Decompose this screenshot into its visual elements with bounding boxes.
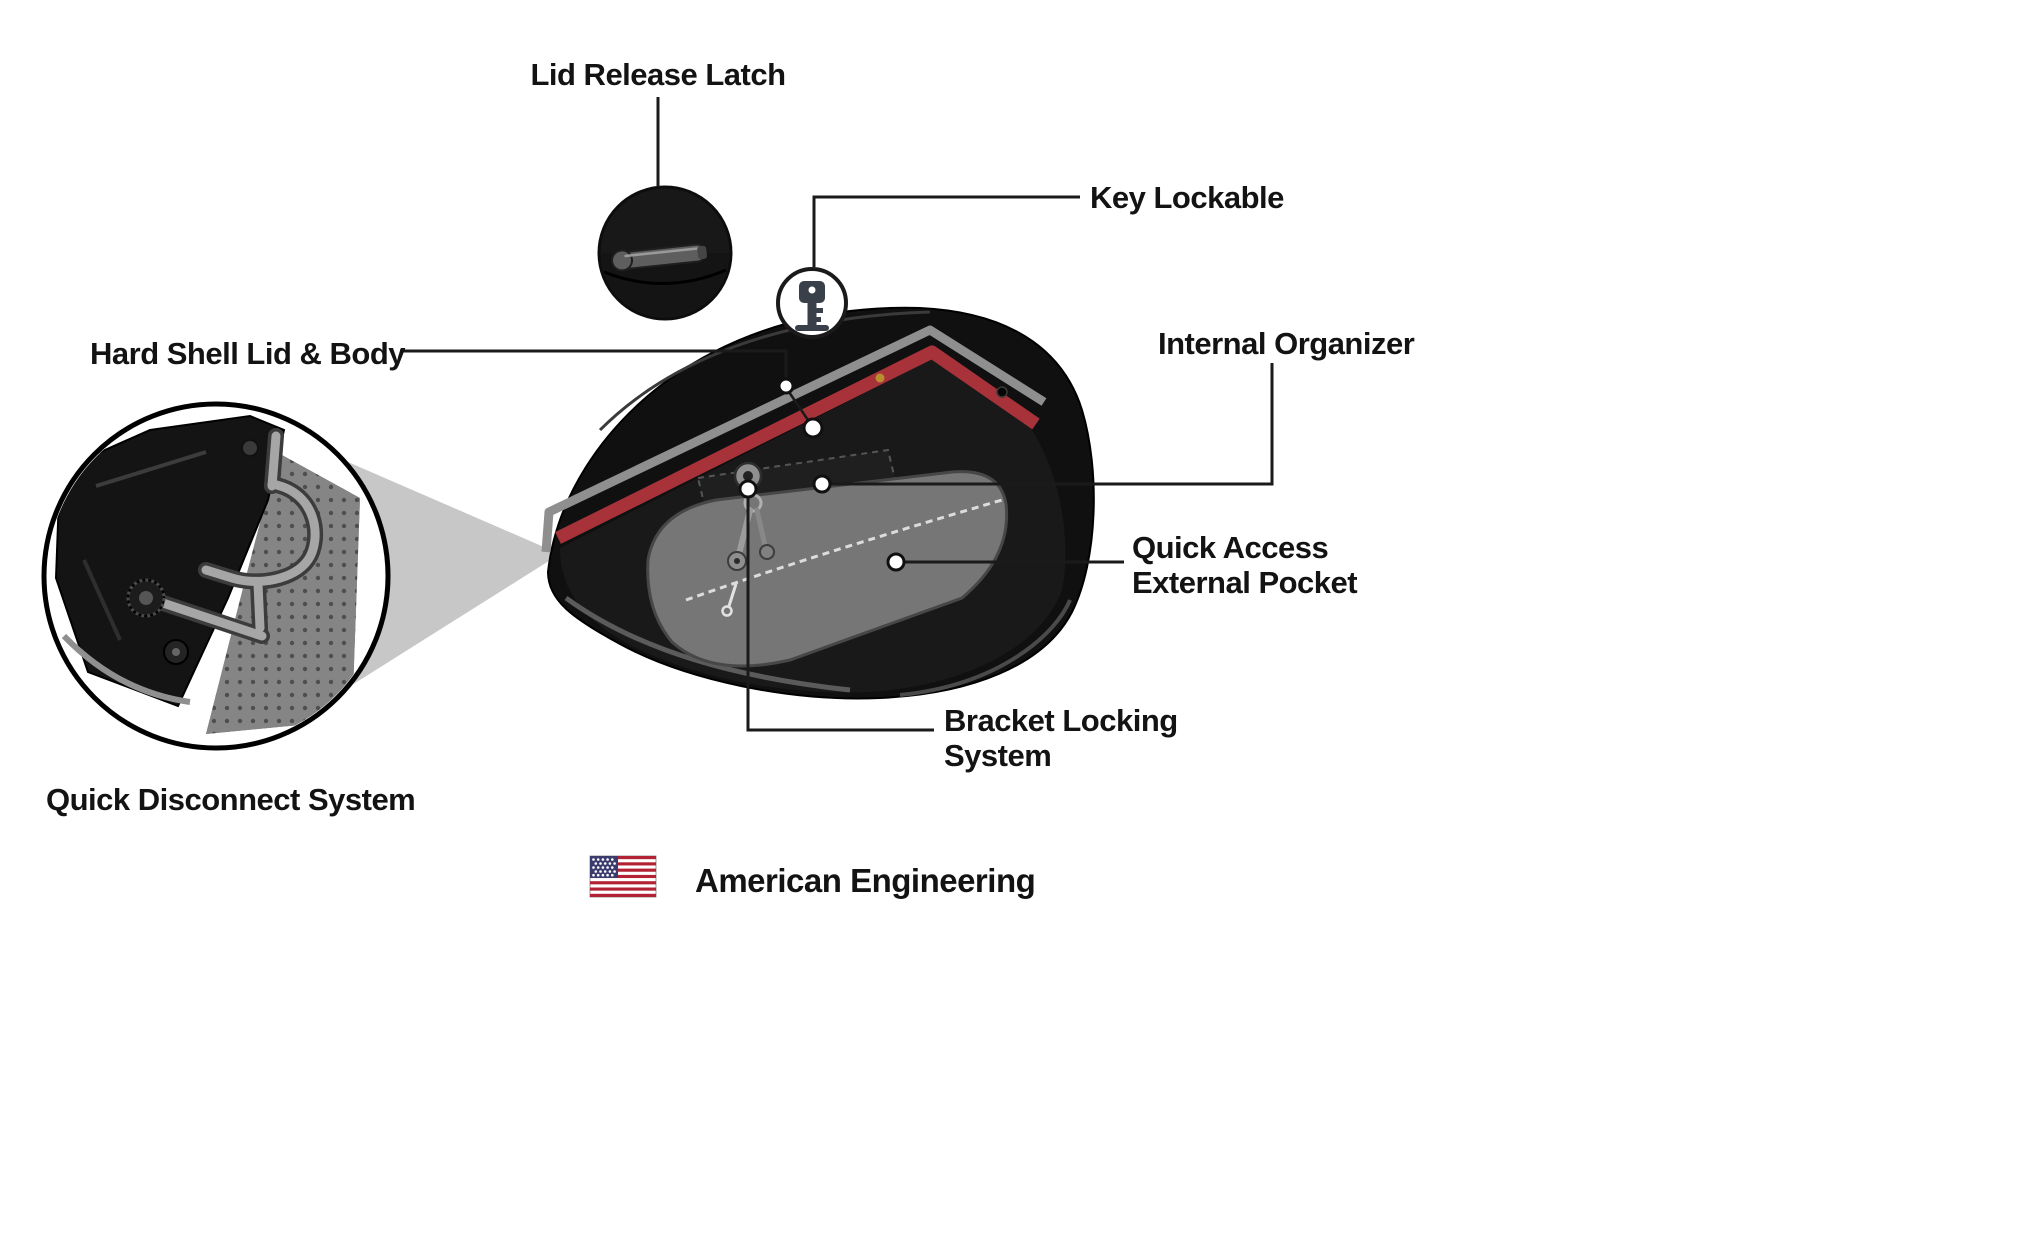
callout-label-bracket-locking-system: Bracket Locking System	[944, 703, 1178, 773]
line-hard-shell-connector	[787, 391, 810, 421]
callout-markers	[738, 377, 906, 572]
marker-bracket-locking	[738, 479, 758, 499]
pocket-zipper	[685, 498, 1003, 602]
quick-disconnect-inset	[41, 401, 391, 751]
callout-label-lid-release-latch: Lid Release Latch	[530, 57, 786, 92]
lid-latch-inset	[597, 185, 733, 321]
marker-hard-shell-body	[802, 417, 824, 439]
zipper-pull-ring	[721, 605, 733, 617]
line-key-lockable	[812, 195, 1080, 267]
line-internal-organizer	[831, 363, 1274, 486]
lid-highlight	[598, 310, 931, 432]
marker-internal-organizer	[812, 474, 832, 494]
zipper-pull	[727, 583, 738, 607]
lid-trim-gray	[541, 325, 1047, 553]
callout-label-key-lockable: Key Lockable	[1090, 180, 1284, 215]
key-icon	[795, 281, 829, 331]
lid-latch-icon	[611, 243, 707, 272]
bracket-locking-line2: System	[944, 738, 1052, 774]
quick-access-line2: External Pocket	[1132, 565, 1358, 601]
quick-access-line1: Quick Access	[1132, 530, 1329, 565]
bracket-locking-line1: Bracket Locking	[944, 703, 1178, 738]
callout-label-quick-disconnect-system: Quick Disconnect System	[46, 782, 416, 817]
bottom-trim-right	[899, 599, 1072, 697]
saddlebag-illustration	[541, 306, 1095, 700]
callout-label-internal-organizer: Internal Organizer	[1158, 326, 1415, 361]
lid-stripe-red	[555, 345, 1040, 544]
footer-american-engineering: American Engineering	[695, 862, 1036, 899]
rivet-dark	[996, 386, 1008, 398]
marker-hard-shell-lid	[777, 377, 795, 395]
line-hard-shell	[400, 349, 788, 379]
line-bracket-locking	[746, 497, 934, 732]
quick-disconnect-bracket	[140, 428, 323, 644]
callout-label-quick-access-pocket: Quick Access External Pocket	[1132, 530, 1358, 601]
mount-knobs	[126, 439, 259, 665]
rivet-gold	[875, 373, 885, 383]
us-flag-icon	[589, 855, 657, 898]
pointer-wedge	[344, 462, 560, 690]
key-lock-inset	[776, 267, 848, 339]
bottom-trim	[564, 595, 851, 693]
callout-lines	[400, 97, 1274, 732]
mount-plate	[54, 414, 286, 708]
marker-external-pocket	[886, 552, 906, 572]
callout-label-hard-shell-lid-body: Hard Shell Lid & Body	[90, 336, 406, 371]
